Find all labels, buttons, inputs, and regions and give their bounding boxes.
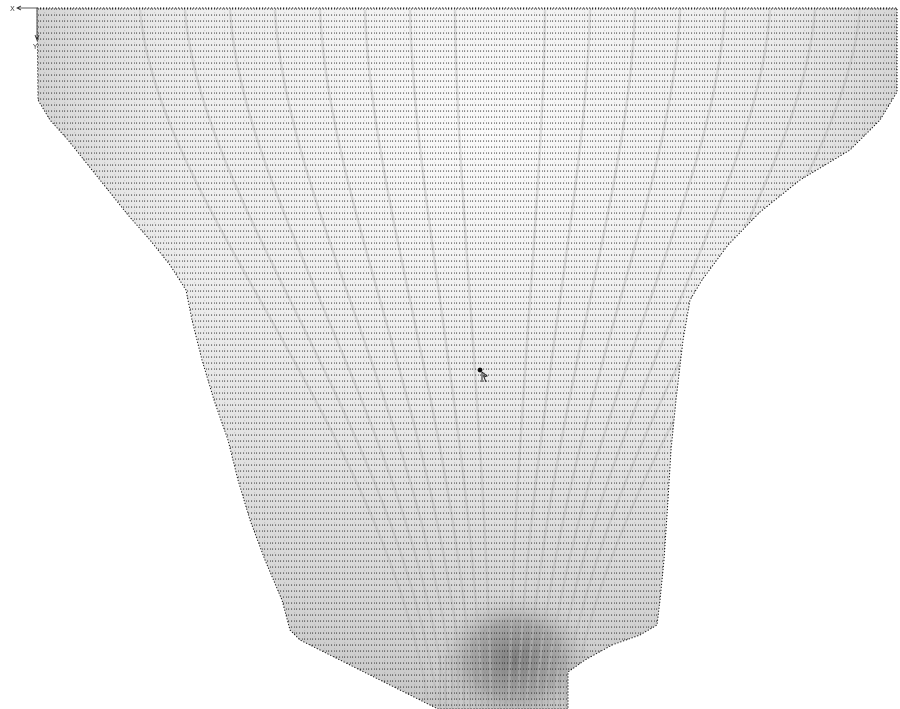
vessel-outline <box>36 7 898 709</box>
coordinate-axes-icon: X Y <box>10 5 40 51</box>
axis-y-label: Y <box>32 43 38 51</box>
probe-marker-icon[interactable] <box>477 367 489 383</box>
axis-x-label: X <box>10 5 15 13</box>
